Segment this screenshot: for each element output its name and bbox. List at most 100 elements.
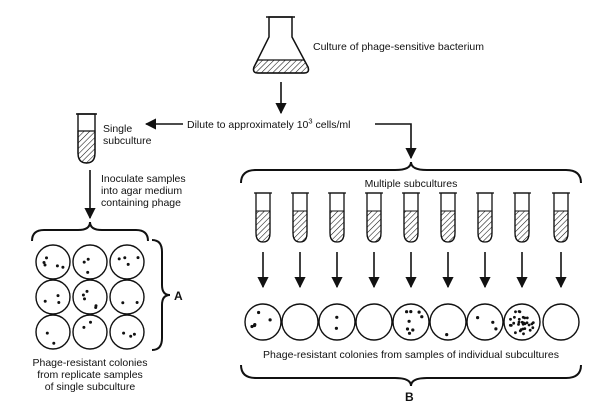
petri-dish-icon bbox=[244, 303, 282, 341]
colony-dot bbox=[82, 325, 86, 329]
colony-dot bbox=[126, 262, 130, 266]
colony-dot bbox=[514, 331, 517, 335]
petri-dish-icon bbox=[35, 244, 71, 280]
colony-dot bbox=[56, 294, 60, 298]
petri-dish-icon bbox=[429, 303, 467, 341]
colony-dot bbox=[409, 310, 413, 314]
petri-dish-icon bbox=[109, 314, 145, 350]
dilute-caption-exponent: 3 bbox=[308, 116, 313, 126]
colony-dot bbox=[531, 326, 535, 330]
colony-dot bbox=[61, 265, 65, 269]
right-branch-arrow bbox=[375, 123, 417, 160]
colony-dot bbox=[86, 270, 90, 274]
curly-brace-icon bbox=[240, 161, 582, 184]
colony-dot bbox=[253, 323, 257, 327]
petri-dish-icon bbox=[72, 314, 108, 350]
colony-dot bbox=[494, 327, 498, 331]
petri-dish-icon bbox=[109, 279, 145, 315]
left-result-line-1: Phage-resistant colonies bbox=[32, 357, 148, 369]
single-line-1: Single bbox=[103, 123, 133, 135]
petri-dish-icon bbox=[466, 303, 504, 341]
curly-brace-icon bbox=[151, 239, 171, 351]
colony-dot bbox=[520, 320, 524, 324]
colony-dot bbox=[517, 320, 521, 324]
colony-dot bbox=[122, 331, 126, 335]
left-result-line-3: of single subculture bbox=[44, 381, 136, 393]
colony-dot bbox=[129, 334, 133, 338]
colony-dot bbox=[491, 320, 495, 324]
petri-dish-icon bbox=[503, 303, 541, 341]
colony-dot bbox=[57, 301, 61, 304]
colony-dot bbox=[417, 310, 421, 314]
colony-dot bbox=[42, 261, 46, 264]
colony-dot bbox=[525, 316, 529, 320]
petri-dish-icon bbox=[35, 279, 71, 315]
dilute-caption-prefix: Dilute to approximately 10 bbox=[187, 119, 309, 131]
flask-caption: Culture of phage-sensitive bacterium bbox=[313, 41, 485, 53]
colony-dot bbox=[476, 316, 480, 320]
test-tube-icon bbox=[402, 192, 420, 243]
colony-dot bbox=[513, 315, 516, 319]
colony-dot bbox=[527, 323, 531, 327]
colony-dot bbox=[85, 289, 89, 293]
colony-dot bbox=[509, 317, 512, 321]
petri-dish-icon bbox=[542, 303, 580, 341]
colony-dot bbox=[405, 327, 410, 331]
left-result-caption: Phage-resistant colonies from replicate … bbox=[10, 357, 170, 393]
single-line-2: subculture bbox=[103, 135, 152, 147]
test-tube-icon bbox=[365, 192, 383, 243]
colony-dot bbox=[530, 322, 534, 326]
colony-dot bbox=[405, 310, 409, 314]
colony-dot bbox=[123, 256, 127, 260]
petri-dish-icon bbox=[318, 303, 356, 341]
colony-dot bbox=[420, 315, 424, 319]
colony-dot bbox=[45, 331, 49, 335]
inoculate-line-1: Inoculate samples bbox=[101, 173, 186, 185]
colony-dot bbox=[334, 326, 338, 330]
colony-dot bbox=[117, 257, 121, 261]
colony-dot bbox=[525, 321, 529, 325]
test-tube-icon bbox=[328, 192, 346, 243]
multiple-subcultures-label: Multiple subcultures bbox=[364, 178, 458, 190]
colony-dot bbox=[411, 328, 415, 332]
colony-dot bbox=[517, 317, 521, 321]
inoculate-label: Inoculate samples into agar medium conta… bbox=[101, 173, 186, 209]
colony-dot bbox=[55, 264, 59, 268]
colony-dot bbox=[517, 323, 520, 326]
single-subculture-label: Single subculture bbox=[103, 123, 151, 147]
colony-dot bbox=[257, 310, 261, 315]
flask-icon bbox=[252, 16, 310, 74]
petri-dish-icon bbox=[72, 244, 108, 280]
colony-dot bbox=[89, 320, 92, 324]
colony-dot bbox=[136, 256, 140, 260]
petri-dish-icon bbox=[355, 303, 393, 341]
test-tube-icon bbox=[513, 192, 531, 243]
colony-dot bbox=[94, 304, 98, 308]
colony-dot bbox=[523, 322, 527, 326]
colony-dot bbox=[407, 319, 411, 323]
petri-dish-icon bbox=[392, 303, 430, 341]
right-result-caption: Phage-resistant colonies from samples of… bbox=[263, 349, 559, 361]
colony-dot bbox=[509, 324, 513, 327]
colony-dot bbox=[518, 310, 522, 314]
colony-dot bbox=[523, 327, 527, 330]
colony-dot bbox=[81, 293, 85, 297]
test-tube-icon bbox=[254, 192, 272, 243]
colony-dot bbox=[268, 318, 272, 322]
test-tube-icon bbox=[476, 192, 494, 243]
curly-brace-icon bbox=[240, 364, 582, 387]
colony-dot bbox=[445, 333, 449, 337]
panel-label-a: A bbox=[174, 289, 183, 303]
test-tube-icon bbox=[76, 113, 97, 164]
colony-dot bbox=[43, 299, 47, 303]
curly-brace-icon bbox=[31, 221, 149, 242]
dilute-caption-suffix: cells/ml bbox=[312, 119, 351, 131]
colony-dot bbox=[521, 315, 525, 319]
right-subculture-row bbox=[244, 192, 580, 341]
dilute-caption: Dilute to approximately 103 cells/ml bbox=[187, 116, 351, 131]
petri-dish-icon bbox=[109, 244, 145, 280]
colony-dot bbox=[528, 328, 532, 332]
colony-dot bbox=[335, 315, 339, 319]
colony-dot bbox=[43, 263, 47, 267]
